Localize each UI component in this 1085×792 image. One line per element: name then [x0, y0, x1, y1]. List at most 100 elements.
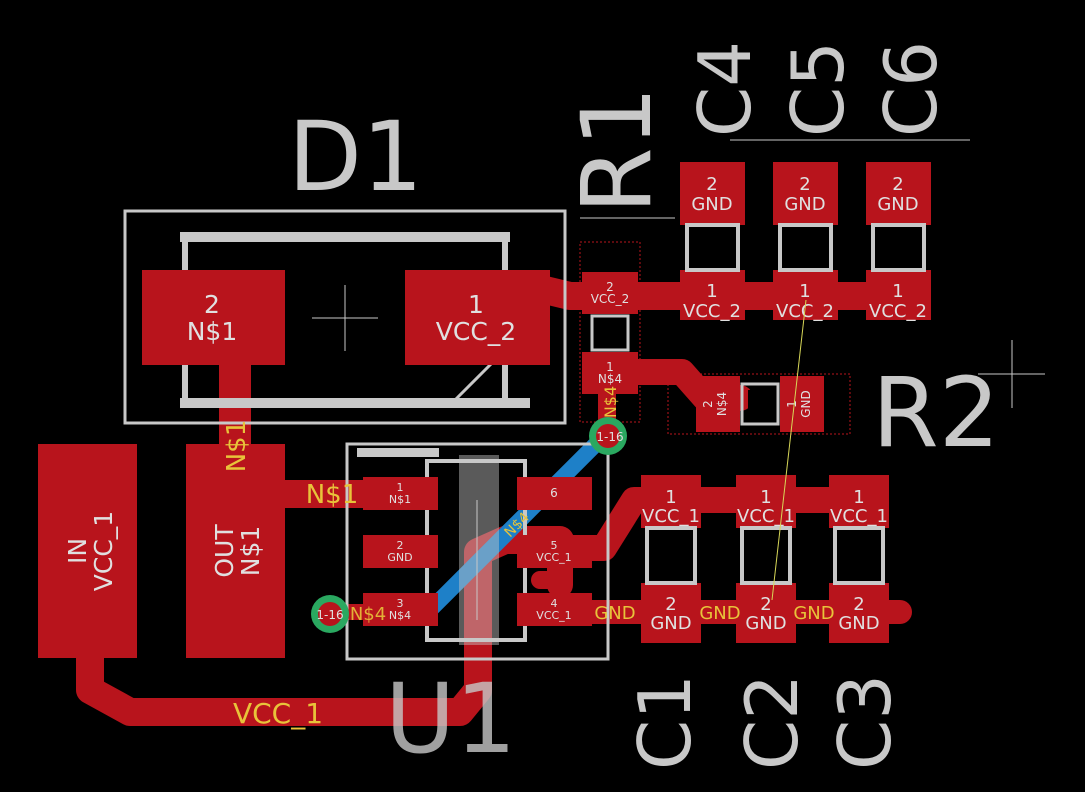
c1-bot-net: GND [650, 613, 691, 634]
c6-designator: C6 [869, 41, 953, 137]
r1-p2-num: 2 [606, 280, 614, 294]
c3-top-net: VCC_1 [830, 506, 888, 527]
r2-p2-net: N$4 [715, 392, 729, 416]
r1-part: 2 VCC_2 1 N$4 R1 [561, 86, 675, 423]
c3-top-num: 1 [853, 487, 864, 508]
u1-p4-net: VCC_1 [536, 609, 571, 622]
u1-p6-num: 6 [550, 486, 558, 500]
c6-bot-num: 1 [892, 281, 903, 302]
c6-part: 2 GND 1 VCC_2 C6 [866, 41, 953, 322]
c4-bot-num: 1 [706, 281, 717, 302]
r2-body-fill [748, 390, 772, 418]
c3-designator: C3 [823, 674, 907, 770]
net-label-gnd-2: GND [699, 603, 740, 624]
c2-body [740, 526, 792, 585]
c3-part: 1 VCC_1 2 GND C3 [823, 475, 907, 770]
d1-pad1-num: 1 [468, 290, 484, 319]
reg-in-label: IN [63, 538, 92, 564]
c5-pad-2 [773, 162, 838, 225]
c1-designator: C1 [623, 674, 707, 770]
u1-p3-num: 3 [397, 597, 404, 610]
via-1-label: 1-16 [596, 430, 623, 444]
r2-designator: R2 [872, 357, 1000, 469]
r2-pad-1 [780, 376, 824, 432]
u1-p2-num: 2 [397, 539, 404, 552]
u1-pad-2 [363, 535, 438, 568]
c6-body [871, 223, 926, 272]
c2-top-num: 1 [760, 487, 771, 508]
c5-bot-num: 1 [799, 281, 810, 302]
c3-bot-net: GND [838, 613, 879, 634]
u1-part: 1 N$1 2 GND 3 N$4 6 5 VCC_1 4 VCC_1 U1 [345, 442, 610, 775]
u1-p1-num: 1 [397, 481, 404, 494]
r1-pad-2 [582, 272, 638, 314]
u1-p5-net: VCC_1 [536, 551, 571, 564]
c1-top-net: VCC_1 [642, 506, 700, 527]
u1-marker [357, 448, 439, 457]
d1-pad2-net: N$1 [187, 317, 238, 346]
r1-p1-net: N$4 [598, 372, 622, 386]
reg-out-net: N$1 [236, 526, 265, 577]
d1-designator: D1 [288, 101, 423, 213]
c5-part: 2 GND 1 VCC_2 C5 [773, 41, 860, 322]
u1-p2-net: GND [387, 551, 412, 564]
r2-p2-num: 2 [701, 400, 715, 408]
c4-designator: C4 [683, 41, 767, 137]
c2-pad-2 [736, 583, 796, 643]
net-label-vcc1: VCC_1 [233, 697, 323, 730]
c4-top-net: GND [691, 194, 732, 215]
via-2-hole [318, 602, 342, 626]
c1-part: 1 VCC_1 2 GND C1 [623, 475, 707, 770]
net-label-n1-vertical: N$1 [222, 420, 252, 473]
d1-pad-2 [142, 270, 285, 365]
r2-p1-num: 1 [785, 400, 799, 408]
c2-top-net: VCC_1 [737, 506, 795, 527]
reg-pad-in [38, 444, 137, 658]
net-label-n4-overlap: N$4 [350, 604, 386, 625]
c1-bot-num: 2 [665, 594, 676, 615]
u1-ghost-body [459, 455, 499, 645]
d1-body-top [180, 232, 510, 242]
via-2-label: 1-16 [316, 608, 343, 622]
c3-body [833, 526, 885, 585]
c4-bot-net: VCC_2 [683, 301, 741, 322]
c2-bot-net: GND [745, 613, 786, 634]
c2-part: 1 VCC_1 2 GND C2 [730, 475, 814, 770]
u1-outline [345, 442, 610, 661]
r2-part: 2 N$4 1 GND R2 [667, 340, 1045, 469]
regulator-part: IN VCC_1 OUT N$1 [38, 444, 285, 658]
u1-pad-3 [363, 593, 438, 626]
c2-bot-num: 2 [760, 594, 771, 615]
d1-part: 2 N$1 1 VCC_2 D1 [123, 101, 567, 425]
caps-bottom: 1 VCC_1 2 GND C1 1 VCC_1 2 GND C2 1 VCC_… [623, 475, 907, 770]
via-1-hole [596, 424, 620, 448]
d1-pad2-num: 2 [204, 290, 220, 319]
net-label-gnd-1: GND [594, 603, 635, 624]
c4-pad-2 [680, 162, 745, 225]
r1-p1-num: 1 [606, 360, 614, 374]
caps-top: 2 GND 1 VCC_2 C4 2 GND 1 VCC_2 C5 2 GND … [680, 41, 970, 322]
u1-pad-4 [517, 593, 592, 626]
d1-pad1-net: VCC_2 [436, 317, 516, 346]
d1-outline [123, 209, 567, 425]
u1-pad-5 [517, 535, 592, 568]
c3-pad-1 [829, 475, 889, 528]
c6-top-num: 2 [892, 174, 903, 195]
u1-pad-6 [517, 477, 592, 510]
r1-body [590, 314, 630, 352]
c1-body [645, 526, 697, 585]
c4-top-num: 2 [706, 174, 717, 195]
c5-top-num: 2 [799, 174, 810, 195]
reg-out-label: OUT [210, 524, 239, 578]
c1-pad-2 [641, 583, 701, 643]
c6-pad-1 [866, 270, 931, 320]
c6-bot-net: VCC_2 [869, 301, 927, 322]
u1-p5-num: 5 [551, 539, 558, 552]
c1-top-num: 1 [665, 487, 676, 508]
c2-pad-1 [736, 475, 796, 528]
c5-top-net: GND [784, 194, 825, 215]
vias: 1-16 1-16 [311, 417, 627, 633]
c4-part: 2 GND 1 VCC_2 C4 [680, 41, 767, 322]
r1-body-fill [600, 320, 620, 346]
